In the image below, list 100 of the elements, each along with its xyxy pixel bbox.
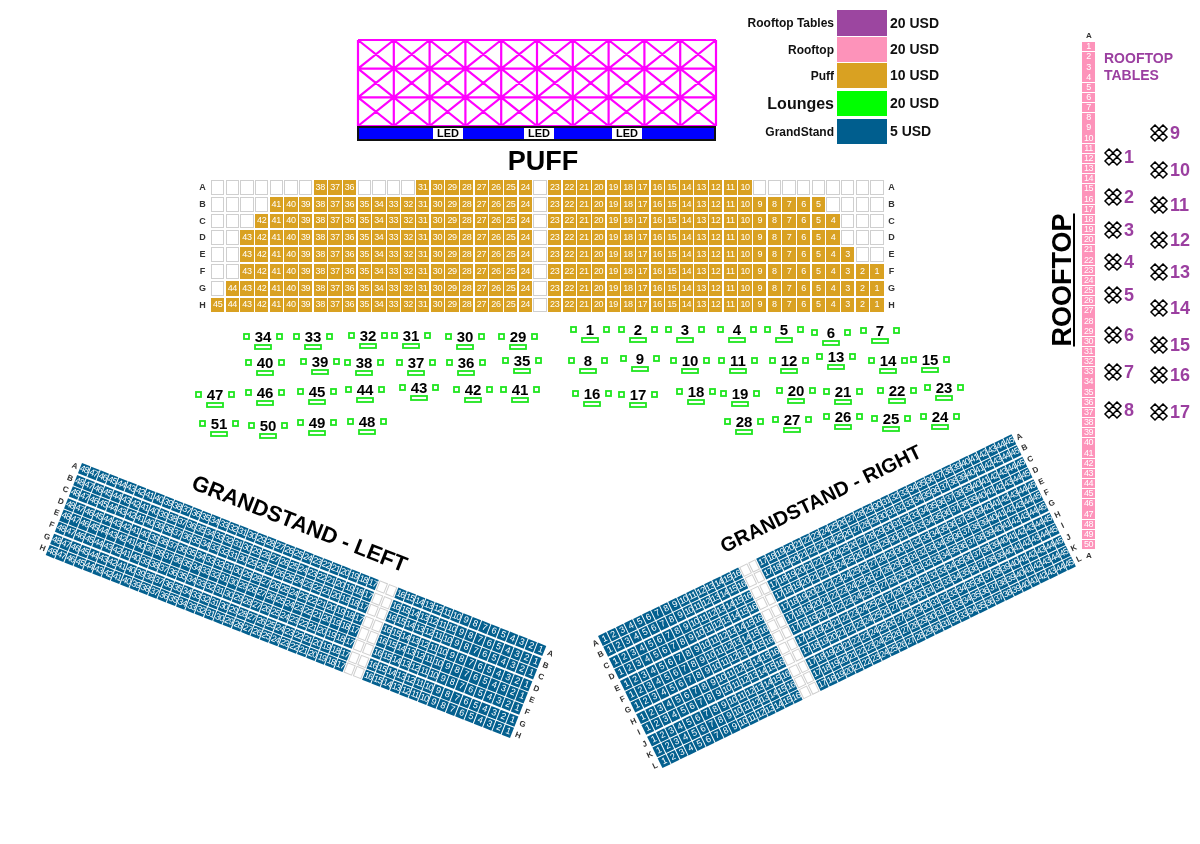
seat: 6 <box>797 280 811 296</box>
table-number: 16 <box>1170 365 1191 385</box>
seat: 28 <box>460 280 474 296</box>
seat: 17 <box>635 280 650 296</box>
led-sign: LED <box>612 128 642 139</box>
seat: 8 <box>459 640 472 655</box>
seat: 1 <box>501 724 514 739</box>
seat: 12 <box>1082 153 1095 164</box>
row-letter: F <box>617 693 628 706</box>
seat: 24 <box>518 196 533 212</box>
seat: 42 <box>254 264 269 279</box>
seat: 14 <box>679 297 694 313</box>
lounge-number: 20 <box>787 383 805 398</box>
seat: 24 <box>518 297 533 313</box>
seat: 2 <box>1082 52 1095 62</box>
seat: 22 <box>562 213 576 229</box>
led-sign: LED <box>433 128 463 139</box>
seat: 42 <box>254 213 269 229</box>
seat: 10 <box>422 679 435 694</box>
lounge-number: 45 <box>308 384 326 399</box>
seat: 4 <box>826 280 840 296</box>
seat: 11 <box>1082 143 1095 153</box>
seat: 37 <box>328 213 342 229</box>
seat: 5 <box>682 715 695 729</box>
seat: 14 <box>679 180 694 195</box>
lounge-number: 50 <box>259 418 277 433</box>
seat: 23 <box>547 196 562 212</box>
seat: 40 <box>284 213 298 229</box>
seat: 4 <box>1082 72 1095 82</box>
row-letter: B <box>1020 441 1031 455</box>
lounge-number: 37 <box>407 355 425 370</box>
legend-label: Rooftop <box>788 42 834 57</box>
row-letter: C <box>198 215 207 227</box>
seat: 13 <box>694 180 708 195</box>
seat: 1 <box>519 677 533 692</box>
seat: 4 <box>646 663 659 678</box>
seat: 24 <box>1082 275 1095 286</box>
seat: 23 <box>547 180 562 195</box>
lounge-number: 10 <box>681 353 699 368</box>
seat: 3 <box>840 297 855 313</box>
seat: 6 <box>478 647 491 662</box>
seat: 5 <box>1082 82 1095 92</box>
lounge-number: 30 <box>456 329 474 344</box>
lounge-number: 38 <box>355 355 373 370</box>
seat: 4 <box>826 264 840 279</box>
seat: 5 <box>811 264 826 279</box>
seat: 1 <box>870 264 884 279</box>
seat: 9 <box>753 230 767 246</box>
seat: 38 <box>313 264 327 279</box>
lounge-number: 34 <box>254 329 272 344</box>
seat: 22 <box>562 180 576 195</box>
seat: 29 <box>445 247 459 262</box>
seat: 32 <box>401 297 415 313</box>
seat: 16 <box>650 213 664 229</box>
seat: 13 <box>694 264 708 279</box>
seat: 15 <box>665 297 679 313</box>
seat: 19 <box>606 264 620 279</box>
seat: 28 <box>460 196 474 212</box>
seat: 32 <box>401 247 415 262</box>
lounge-number: 47 <box>206 387 224 402</box>
seat: 34 <box>372 247 386 262</box>
seat: 7 <box>782 280 796 296</box>
table-number: 10 <box>1170 160 1191 180</box>
seat: 42 <box>1082 458 1095 468</box>
seat: 33 <box>386 230 401 246</box>
seat: 43 <box>240 297 254 313</box>
section-title: ROOFTOP <box>1047 213 1077 347</box>
seat: 1 <box>608 654 622 669</box>
seat: 3 <box>515 635 528 649</box>
seat: 39 <box>298 213 313 229</box>
seat: 6 <box>797 247 811 262</box>
seat: 37 <box>328 264 342 279</box>
seat: 6 <box>487 624 500 638</box>
seat: 31 <box>416 180 430 195</box>
seat: 31 <box>416 264 430 279</box>
led-sign: LED <box>524 128 554 139</box>
seat: 29 <box>445 297 459 313</box>
seat: 1 <box>619 676 633 691</box>
seat: 34 <box>372 230 386 246</box>
seat: 24 <box>518 247 533 262</box>
seat: 20 <box>1082 235 1095 245</box>
seat: 2 <box>515 662 528 677</box>
seat: 11 <box>723 247 738 262</box>
seat: 21 <box>1082 245 1095 255</box>
seat: 19 <box>606 297 620 313</box>
row-letter: B <box>887 198 896 210</box>
legend-label: Rooftop Tables <box>747 16 834 30</box>
seat: 34 <box>372 280 386 296</box>
lounge-number: 43 <box>410 380 428 395</box>
row-letter: E <box>51 507 62 520</box>
seat: 6 <box>797 297 811 313</box>
seat: 13 <box>1082 163 1095 174</box>
seat: 36 <box>342 247 357 262</box>
price-label: 20 USD <box>890 95 940 112</box>
seat: 3 <box>487 705 500 720</box>
seat: 32 <box>401 264 415 279</box>
seat: 30 <box>430 213 445 229</box>
seat: 28 <box>460 264 474 279</box>
legend-label: GrandStand <box>765 124 834 139</box>
seat: 9 <box>753 247 767 262</box>
